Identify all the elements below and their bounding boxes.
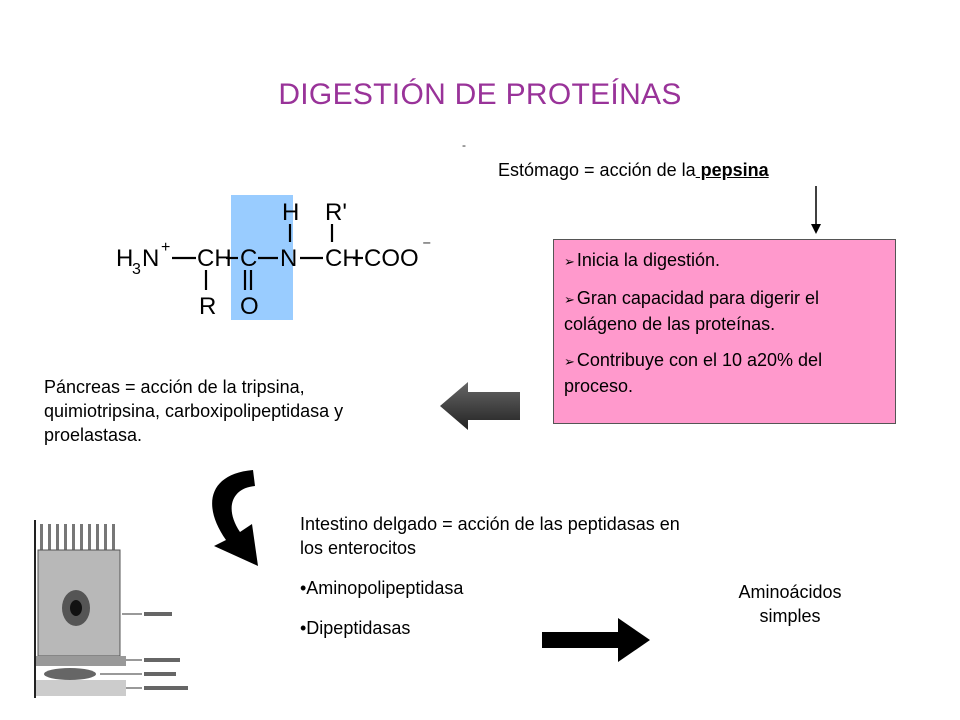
pepsin-label: pepsina — [695, 160, 769, 180]
arrow-bullet-icon: ➢ — [564, 254, 575, 269]
pepsin-info-box: ➢Inicia la digestión. ➢Gran capacidad pa… — [553, 239, 896, 424]
result-label: Aminoácidos simples — [720, 580, 860, 628]
label-sub3: 3 — [132, 261, 141, 278]
intestine-heading: Intestino delgado = acción de las peptid… — [300, 514, 680, 558]
arrow-bullet-icon: ➢ — [564, 292, 575, 307]
left-arrow-icon — [440, 382, 520, 430]
enterocyte-illustration — [30, 520, 196, 698]
label-h: H — [116, 245, 133, 272]
page-title: DIGESTIÓN DE PROTEÍNAS — [278, 78, 682, 111]
enzyme-dipeptidasas: •Dipeptidasas — [300, 618, 411, 638]
pancreas-text: Páncreas = acción de la tripsina, quimio… — [44, 377, 344, 445]
label-o: O — [240, 293, 259, 320]
stomach-label: Estómago = acción de la pepsina — [498, 160, 769, 181]
pepsin-item-text: Contribuye con el 10 a20% del proceso. — [564, 350, 823, 396]
label-n-terminal: N — [142, 245, 159, 272]
label-coo: COO — [364, 245, 419, 272]
result-line2: simples — [759, 606, 821, 626]
label-carbonyl-c: C — [240, 245, 257, 272]
pepsin-item: ➢Contribuye con el 10 a20% del proceso. — [564, 348, 887, 398]
result-line1: Aminoácidos — [738, 582, 842, 602]
label-minus: ⁻ — [422, 236, 432, 256]
label-amide-n: N — [280, 245, 297, 272]
label-r: R — [199, 293, 216, 320]
stomach-prefix: Estómago = acción de la — [498, 160, 696, 180]
peptide-bond-structure: H 3 N + CH C N H CH R' R O COO ⁻ — [116, 195, 432, 320]
enzyme-aminopolipeptidasa: •Aminopolipeptidasa — [300, 578, 464, 598]
label-r-prime: R' — [325, 199, 347, 226]
intestine-block: Intestino delgado = acción de las peptid… — [300, 512, 680, 640]
pepsin-item: ➢Gran capacidad para digerir el colágeno… — [564, 286, 887, 336]
pepsin-item-text: Inicia la digestión. — [576, 250, 720, 270]
down-arrow-icon — [811, 186, 821, 234]
arrow-bullet-icon: ➢ — [564, 354, 575, 369]
label-plus: + — [161, 239, 170, 256]
label-ch-alpha1: CH — [197, 245, 232, 272]
label-amide-h: H — [282, 199, 299, 226]
pepsin-item-text: Gran capacidad para digerir el colágeno … — [564, 288, 820, 334]
tick-mark: - — [462, 138, 466, 152]
curved-arrow-icon — [212, 470, 258, 566]
pepsin-item: ➢Inicia la digestión. — [564, 248, 887, 274]
right-arrow-icon — [542, 618, 650, 662]
